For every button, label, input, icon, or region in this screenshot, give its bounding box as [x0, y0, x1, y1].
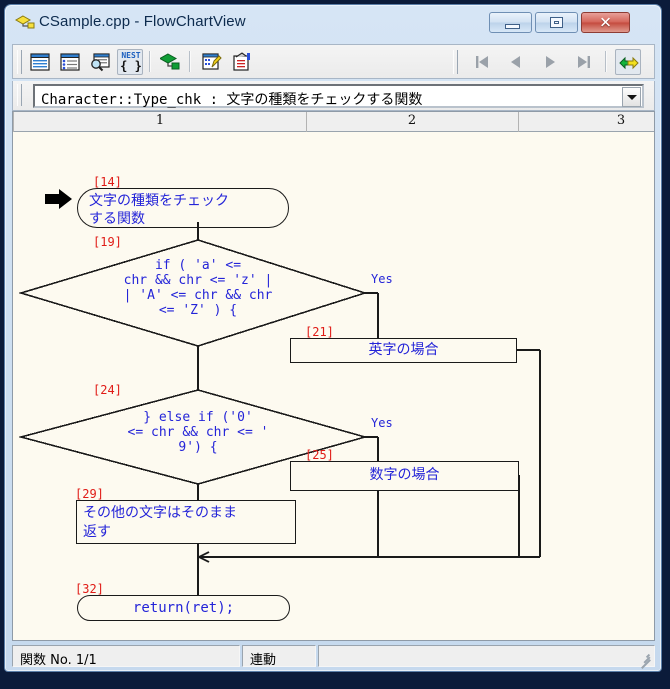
ruler-mark-3: 3: [616, 113, 626, 128]
entry-arrow-icon: [45, 189, 72, 209]
node-process-21[interactable]: [290, 338, 517, 363]
last-button[interactable]: [571, 49, 597, 75]
node-terminator-14[interactable]: [77, 188, 289, 228]
flowchart-canvas[interactable]: [14] 文字の種類をチェック する関数 [19] if ( 'a' <= ch…: [13, 132, 654, 640]
next-button[interactable]: [537, 49, 563, 75]
node-text-24: } else if ('0' <= chr && chr <= ' 9') {: [127, 410, 269, 455]
toolbar-separator: [149, 51, 151, 72]
main-toolbar: NEST { }: [12, 44, 655, 79]
minimize-button[interactable]: [489, 12, 532, 33]
node-text-25: 数字の場合: [369, 467, 440, 483]
skip-first-icon: [476, 56, 488, 68]
flowchart-app-icon: [14, 14, 35, 32]
green-yellow-arrows-icon: [619, 56, 639, 70]
list-detail-icon: [60, 53, 80, 71]
node-text-32: return(ret);: [132, 600, 235, 616]
list-view-button[interactable]: [27, 49, 53, 75]
line-label-24: [24]: [93, 383, 122, 397]
first-button[interactable]: [469, 49, 495, 75]
title-bar[interactable]: CSample.cpp - FlowChartView ✕: [5, 5, 661, 41]
node-text-29: その他の文字はそのまま 返す: [83, 505, 237, 540]
node-text-14: 文字の種類をチェック する関数: [89, 193, 229, 227]
triangle-left-icon: [511, 56, 520, 68]
edit-note-button[interactable]: [199, 49, 225, 75]
toolbar-grip[interactable]: [17, 50, 22, 74]
window-title: CSample.cpp - FlowChartView: [39, 13, 246, 30]
message-pane: [318, 645, 655, 667]
flowchart-green-icon: [160, 53, 180, 70]
function-counter-text: 関数 No. 1/1: [20, 653, 97, 668]
minimize-icon: [504, 23, 520, 29]
toolbar-separator-2: [189, 51, 191, 72]
search-view-button[interactable]: [87, 49, 113, 75]
node-text-21: 英字の場合: [368, 342, 439, 358]
horizontal-ruler: 1 2 3: [13, 112, 654, 132]
link-mode-pane: 連動: [242, 645, 316, 668]
flowchart-view-button[interactable]: [157, 49, 183, 75]
node-process-25[interactable]: [290, 461, 519, 491]
chevron-down-icon[interactable]: [622, 87, 641, 107]
nest-braces-icon: NEST { }: [118, 51, 144, 72]
triangle-right-icon: [546, 56, 555, 68]
node-text-19: if ( 'a' <= chr && chr <= 'z' | | 'A' <=…: [123, 258, 273, 318]
line-label-21: [21]: [305, 325, 334, 339]
flowchart-client-area: 1 2 3: [12, 111, 655, 641]
toolbar-separator-3: [605, 51, 607, 72]
function-selector-combo[interactable]: Character::Type_chk : 文字の種類をチェックする関数: [33, 84, 644, 108]
function-selector-bar: Character::Type_chk : 文字の種類をチェックする関数: [12, 81, 655, 111]
status-bar: 関数 No. 1/1 連動: [12, 645, 655, 669]
application-window: CSample.cpp - FlowChartView ✕: [4, 4, 662, 672]
line-label-25: [25]: [305, 448, 334, 462]
maximize-button[interactable]: [535, 12, 578, 33]
skip-last-icon: [578, 56, 590, 68]
link-mode-text: 連動: [250, 653, 277, 668]
node-terminator-32[interactable]: [77, 595, 290, 621]
line-label-32: [32]: [75, 582, 104, 596]
function-counter-pane: 関数 No. 1/1: [12, 645, 240, 668]
toolbar-grip-2[interactable]: [453, 50, 458, 74]
maximize-icon: [549, 16, 563, 28]
edit-pencil-icon: [202, 53, 222, 70]
node-process-29[interactable]: [76, 500, 296, 544]
close-icon: ✕: [599, 14, 612, 31]
ruler-mark-1: 1: [155, 113, 165, 128]
combo-grip[interactable]: [17, 84, 22, 106]
nest-label-top: NEST: [121, 51, 141, 60]
list-lines-icon: [30, 53, 50, 71]
window-search-icon: [91, 53, 110, 72]
function-selector-value: Character::Type_chk : 文字の種類をチェックする関数: [41, 92, 423, 108]
branch-label-yes-19: Yes: [371, 272, 393, 286]
resize-grip-icon[interactable]: [639, 652, 653, 669]
nest-view-button[interactable]: NEST { }: [117, 49, 143, 75]
line-label-29: [29]: [75, 487, 104, 501]
close-button[interactable]: ✕: [581, 12, 630, 33]
detail-view-button[interactable]: [57, 49, 83, 75]
sync-toggle-button[interactable]: [615, 49, 641, 75]
properties-button[interactable]: [229, 49, 255, 75]
nest-label-bottom: { }: [120, 59, 142, 73]
clipboard-props-icon: [233, 52, 250, 71]
line-label-19: [19]: [93, 235, 122, 249]
branch-label-yes-24: Yes: [371, 416, 393, 430]
previous-button[interactable]: [503, 49, 529, 75]
line-label-14: [14]: [93, 175, 122, 189]
ruler-mark-2: 2: [407, 113, 417, 128]
